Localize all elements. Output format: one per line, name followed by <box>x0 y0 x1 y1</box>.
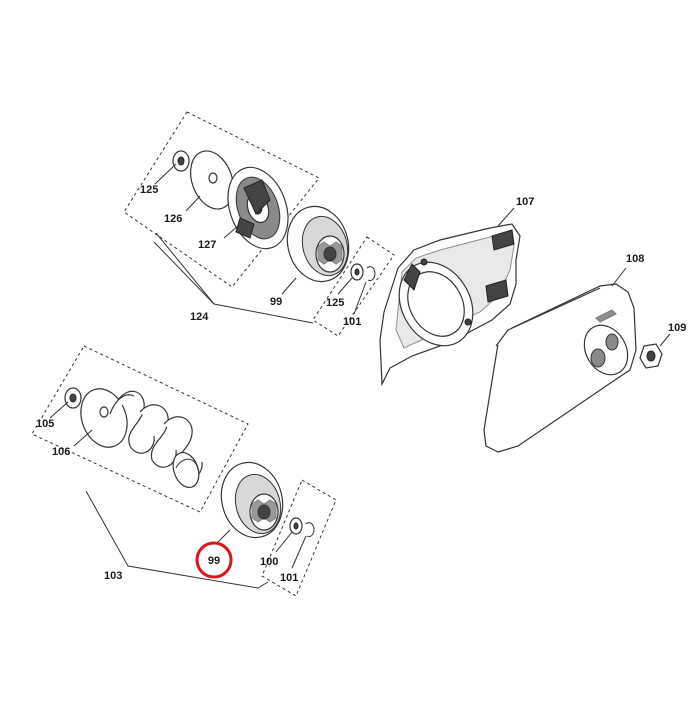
clip-101-upper <box>366 266 376 282</box>
leader-107 <box>497 207 515 227</box>
leader-101b <box>291 535 307 569</box>
washer-105 <box>64 387 82 409</box>
washer-125-upper <box>172 150 190 172</box>
label-99-highlighted: 99 <box>208 555 220 567</box>
leader-126 <box>185 195 201 212</box>
clutch-127 <box>227 166 289 250</box>
nut-109: 109 <box>639 322 686 369</box>
drum-99-lower <box>220 461 284 539</box>
label-103: 103 <box>104 570 122 582</box>
clutch-springs-103 <box>109 390 203 489</box>
label-109: 109 <box>668 322 686 334</box>
leader-99b <box>215 529 231 545</box>
assembly-124-group: 125 126 127 99 124 125 101 <box>123 111 395 337</box>
label-101-upper: 101 <box>343 316 361 328</box>
side-cover-107: 107 <box>379 196 534 387</box>
leader-127 <box>223 225 239 239</box>
leader-105 <box>49 401 69 419</box>
chain-cover-108: 108 <box>483 253 644 453</box>
assembly-124-small-boundary <box>312 236 395 337</box>
label-124: 124 <box>190 311 209 323</box>
leader-125b <box>337 277 353 295</box>
label-99-upper: 99 <box>270 296 282 308</box>
leader-109 <box>659 333 671 347</box>
drum-99-upper <box>286 205 350 283</box>
leader-125a <box>154 163 177 185</box>
label-101-lower: 101 <box>280 572 298 584</box>
leader-108 <box>611 267 627 287</box>
leader-101a <box>353 281 367 315</box>
label-108: 108 <box>626 253 644 265</box>
highlight-circle <box>195 541 233 579</box>
label-105: 105 <box>36 418 54 430</box>
label-107: 107 <box>516 196 534 208</box>
clip-101-lower <box>305 522 315 538</box>
washer-125-right <box>350 263 364 281</box>
assembly-103-group: 105 106 103 100 101 99 <box>31 345 337 597</box>
label-100: 100 <box>260 556 278 568</box>
label-125-upper: 125 <box>140 184 158 196</box>
label-127: 127 <box>198 239 216 251</box>
label-126: 126 <box>164 213 182 225</box>
assembly-103-boundary <box>31 345 249 513</box>
leader-99a <box>281 277 297 295</box>
label-106: 106 <box>52 446 70 458</box>
leader-103 <box>85 490 269 589</box>
label-125-right: 125 <box>326 297 344 309</box>
assembly-103-small-boundary <box>261 479 337 597</box>
leader-124b <box>153 241 215 305</box>
assembly-124-boundary <box>123 111 320 288</box>
disc-126 <box>189 150 235 210</box>
leader-100 <box>275 531 293 553</box>
leader-106 <box>73 429 93 447</box>
washer-100 <box>289 517 303 535</box>
